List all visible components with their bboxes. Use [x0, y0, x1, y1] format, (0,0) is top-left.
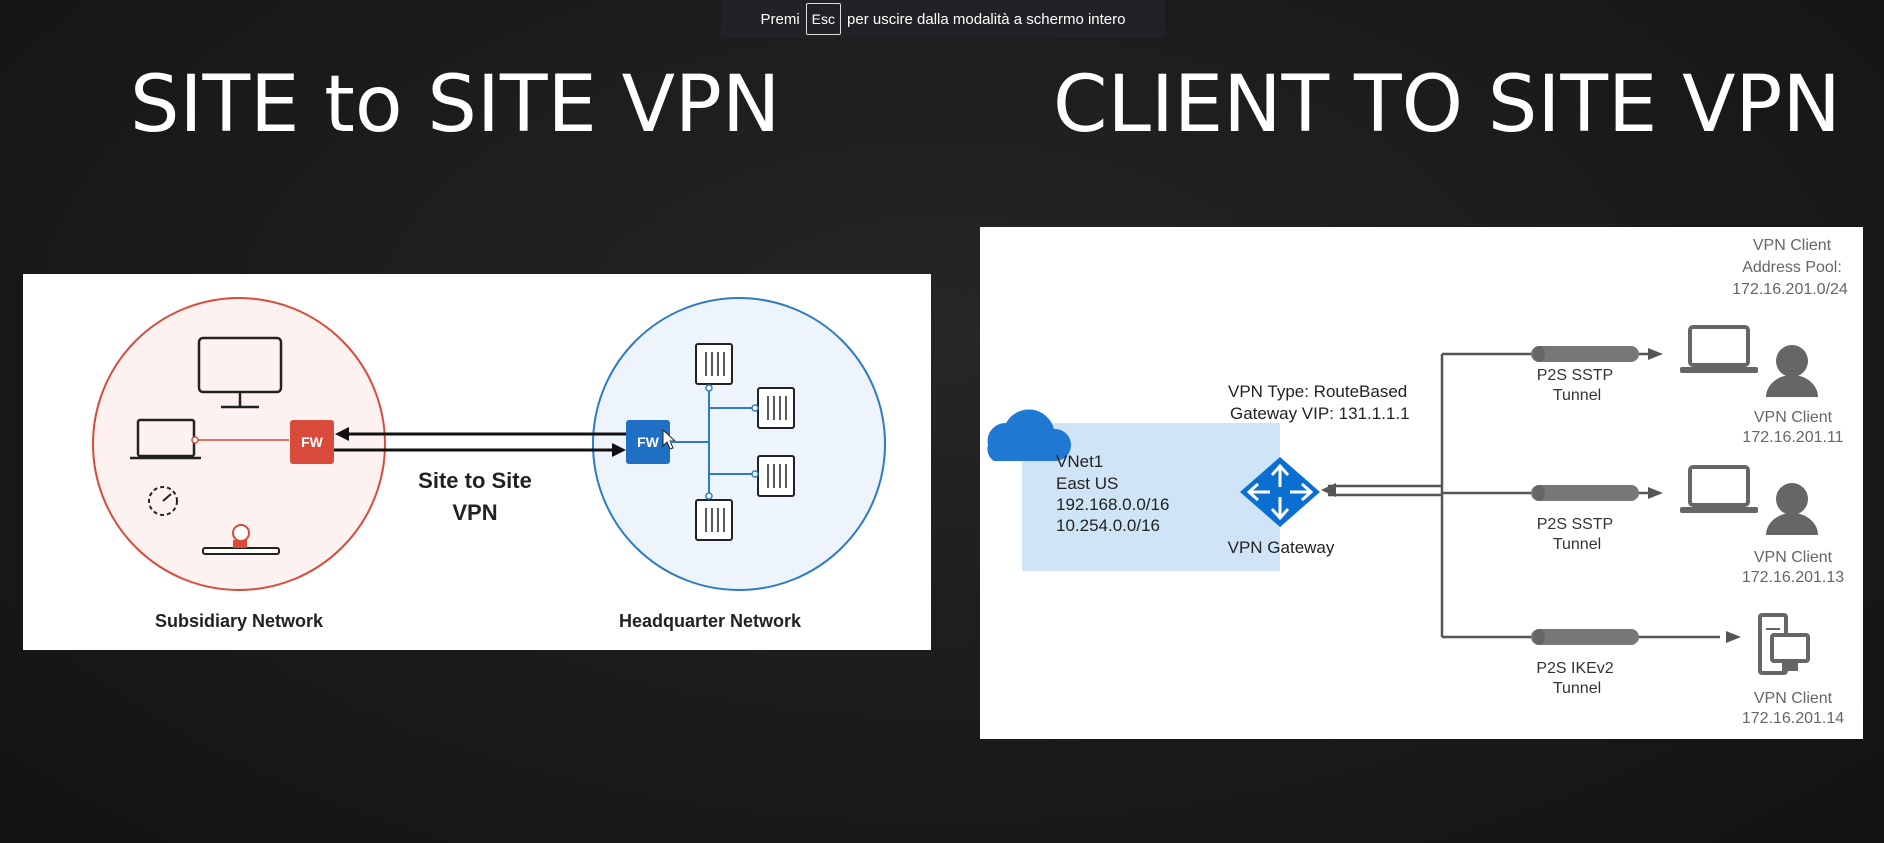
- site-to-site-link-label-2: VPN: [452, 500, 497, 525]
- subsidiary-network-label: Subsidiary Network: [155, 611, 324, 631]
- server-icons: [695, 343, 795, 541]
- vnet-region: East US: [1056, 474, 1118, 493]
- banner-suffix: per uscire dalla modalità a schermo inte…: [847, 10, 1126, 28]
- server-tree-lines: [670, 388, 755, 496]
- title-site-to-site: SITE to SITE VPN: [130, 60, 781, 150]
- server-junctions: [705, 384, 759, 500]
- firewall-left-icon: [290, 420, 334, 464]
- subsidiary-network-circle: [92, 297, 386, 591]
- webcam-icon: [202, 524, 280, 555]
- vnet-range-1: 192.168.0.0/16: [1056, 495, 1169, 514]
- client-2-ip: 172.16.201.13: [1742, 569, 1844, 586]
- client-1-label: VPN Client: [1754, 409, 1833, 426]
- laptop-port: [191, 436, 199, 444]
- title-client-to-site: CLIENT TO SITE VPN: [1053, 60, 1841, 150]
- pool-line-3: 172.16.201.0/24: [1732, 281, 1848, 298]
- server-icon-4: [695, 499, 733, 541]
- cloud-icon: [987, 409, 1072, 461]
- clock-icon: [148, 486, 178, 516]
- pool-line-1: VPN Client: [1753, 237, 1832, 254]
- arrow-to-client-1: [1648, 348, 1663, 360]
- gateway-arrow-head: [1321, 483, 1336, 497]
- tunnel-3-line2: Tunnel: [1553, 680, 1601, 697]
- firewall-right-label: FW: [637, 434, 660, 450]
- site-to-site-link-arrows: [334, 427, 626, 457]
- tunnel-2-line1: P2S SSTP: [1537, 516, 1613, 533]
- firewall-left-label: FW: [301, 434, 324, 450]
- firewall-right-icon: [626, 420, 670, 464]
- client-3-label: VPN Client: [1754, 690, 1833, 707]
- server-stripes: [705, 352, 787, 532]
- client-to-site-diagram: VNet1 East US 192.168.0.0/16 10.254.0.0/…: [980, 227, 1863, 739]
- client-3-ip: 172.16.201.14: [1742, 710, 1844, 727]
- headquarter-network-label: Headquarter Network: [619, 611, 802, 631]
- client-to-site-svg: VNet1 East US 192.168.0.0/16 10.254.0.0/…: [987, 237, 1848, 727]
- pool-line-2: Address Pool:: [1742, 259, 1842, 276]
- headquarter-network-circle: [592, 297, 886, 591]
- vpn-gateway-icon: [1240, 457, 1320, 527]
- site-to-site-svg: FW FW Site to Site VPN: [92, 297, 886, 631]
- site-to-site-link-label-1: Site to Site: [418, 468, 532, 493]
- tunnel-pipes: [1531, 346, 1639, 645]
- server-icon-3: [757, 455, 795, 497]
- tunnel-1-line1: P2S SSTP: [1537, 367, 1613, 384]
- server-icon-1: [695, 343, 733, 385]
- client-2-label: VPN Client: [1754, 549, 1833, 566]
- laptop-user-icon-2: [1680, 465, 1818, 535]
- banner-prefix: Premi: [760, 10, 800, 28]
- esc-key[interactable]: Esc: [805, 3, 842, 35]
- tunnel-3-line1: P2S IKEv2: [1536, 660, 1613, 677]
- fullscreen-banner: Premi Esc per uscire dalla modalità a sc…: [721, 0, 1165, 38]
- arrow-to-client-2: [1648, 487, 1663, 499]
- vnet-range-2: 10.254.0.0/16: [1056, 516, 1160, 535]
- gateway-label: VPN Gateway: [1228, 538, 1335, 557]
- gateway-type: VPN Type: RouteBased: [1228, 382, 1407, 401]
- desktop-computer-icon: [1758, 613, 1810, 675]
- server-icon-2: [757, 387, 795, 429]
- site-to-site-diagram: FW FW Site to Site VPN: [23, 274, 931, 650]
- client-1-ip: 172.16.201.11: [1742, 429, 1843, 446]
- tunnel-connectors: [1328, 352, 1720, 639]
- arrow-to-client-3: [1726, 631, 1741, 643]
- tunnel-1-line2: Tunnel: [1553, 387, 1601, 404]
- tunnel-2-line2: Tunnel: [1553, 536, 1601, 553]
- laptop-user-icon-1: [1680, 325, 1818, 397]
- gateway-vip: Gateway VIP: 131.1.1.1: [1230, 404, 1410, 423]
- monitor-icon: [197, 336, 283, 409]
- vnet-name: VNet1: [1056, 452, 1103, 471]
